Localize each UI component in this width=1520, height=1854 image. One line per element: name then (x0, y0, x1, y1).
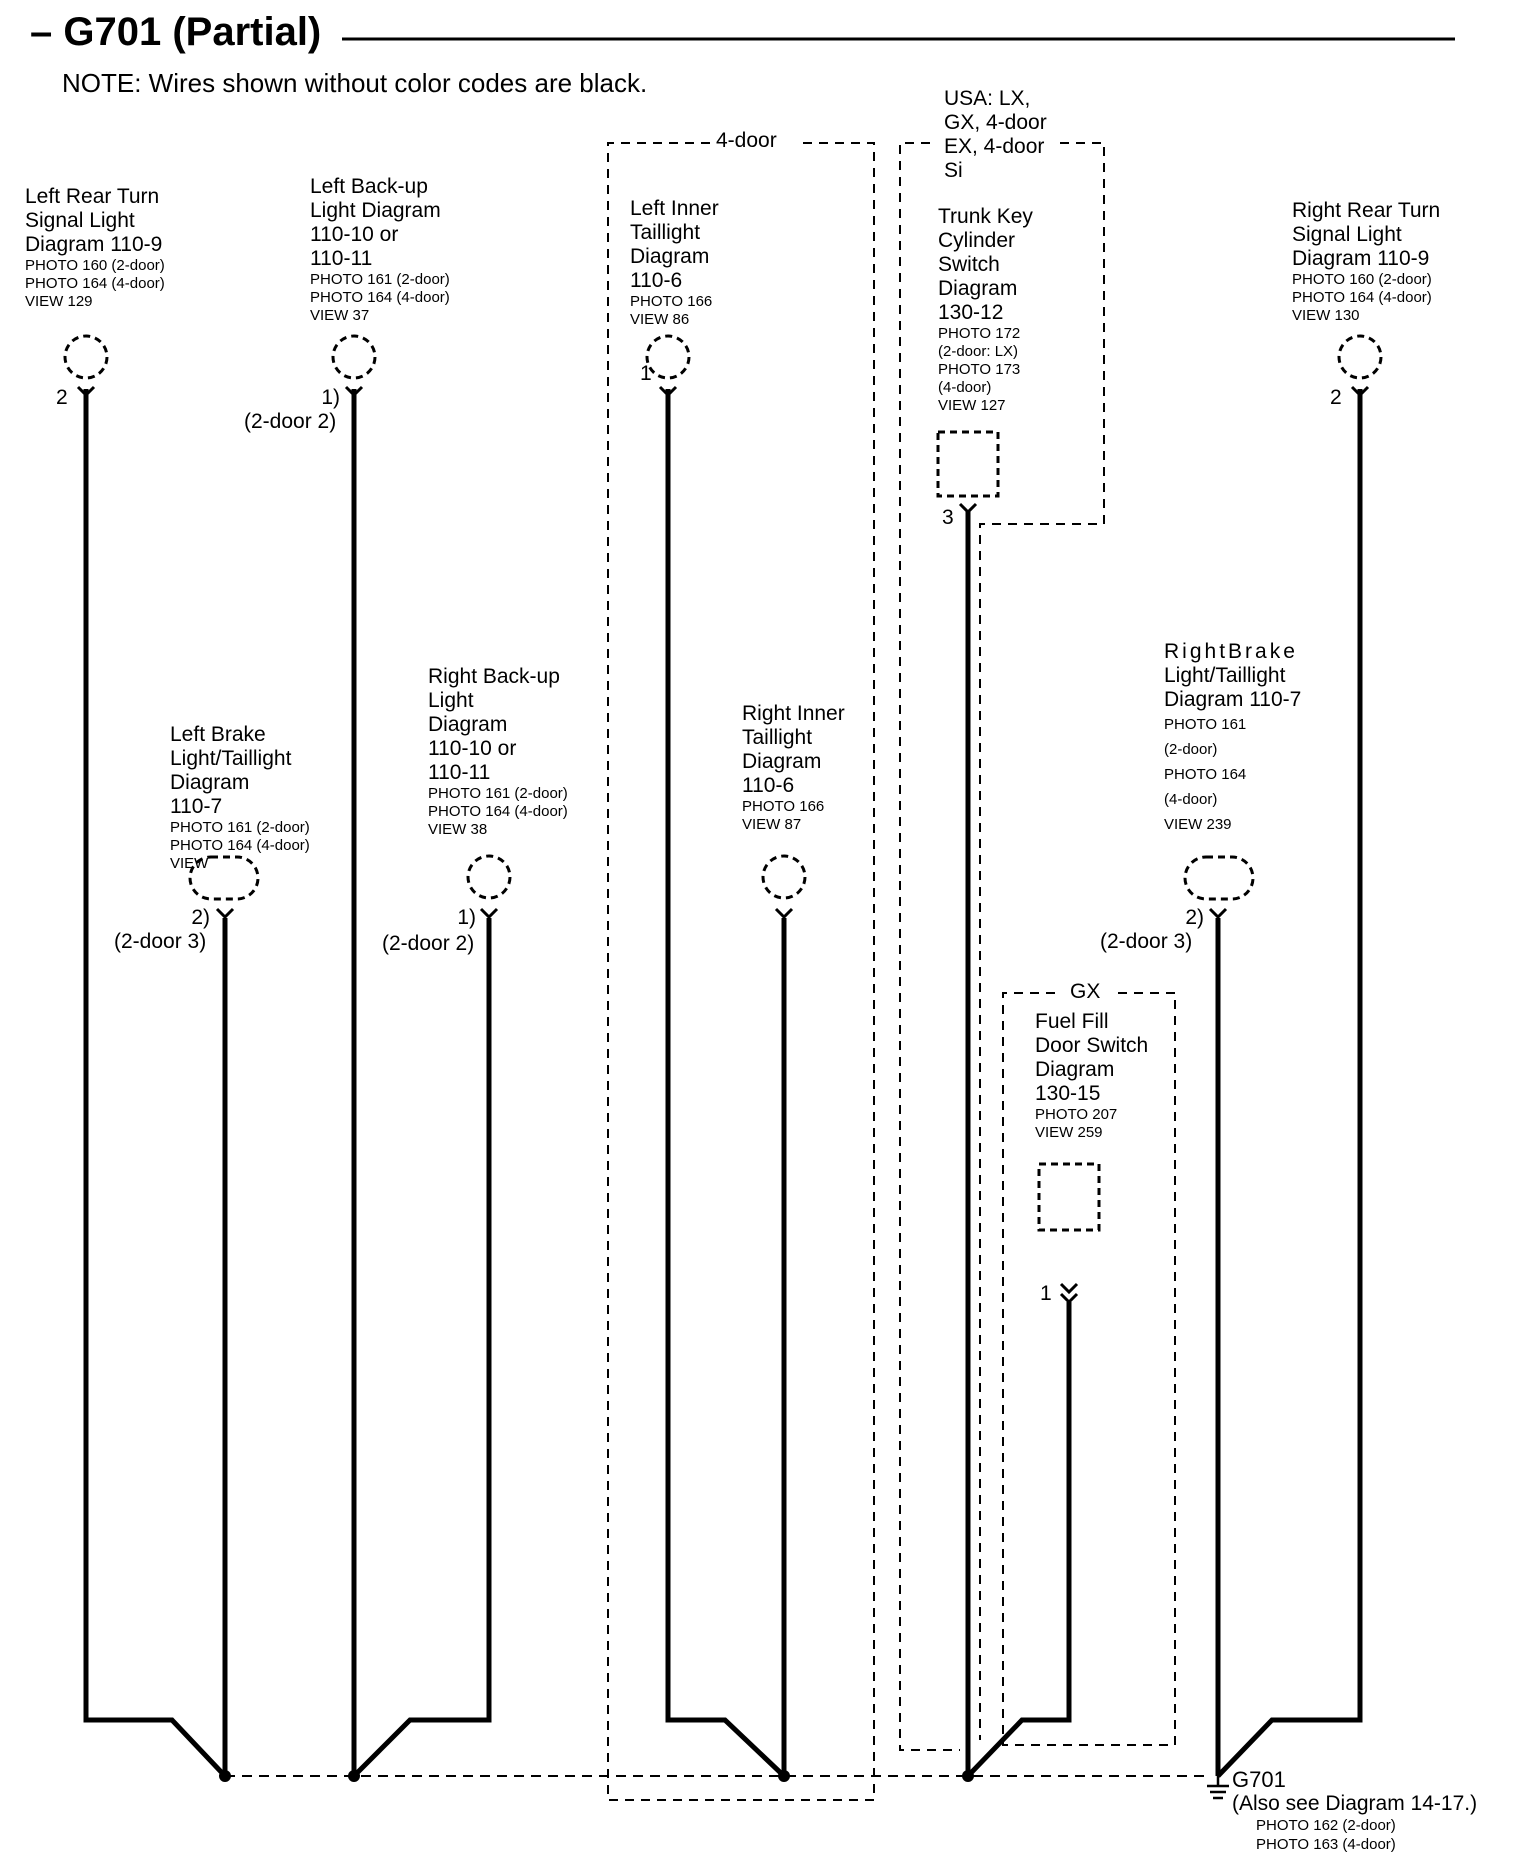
switch-trunk-key-icon (936, 430, 1000, 498)
terminal-mark-icon (774, 907, 794, 920)
label-right-backup: Right Back-up Light Diagram 110-10 or 11… (428, 665, 568, 838)
label-trunk-key: Trunk Key Cylinder Switch Diagram 130-12… (938, 205, 1033, 414)
terminal-mark-icon (1059, 1282, 1079, 1295)
pin-note-left-backup: (2-door 2) (244, 410, 337, 433)
group-box-4-door (607, 142, 875, 1801)
junction-dot (962, 1770, 974, 1782)
pin-left-brake: 2) (191, 906, 210, 929)
junction-dot (219, 1770, 231, 1782)
label-left-backup: Left Back-up Light Diagram 110-10 or 110… (310, 175, 450, 324)
connector-left-inner-tail-icon (645, 334, 691, 380)
switch-fuel-fill-icon (1037, 1162, 1101, 1232)
wire-right-backup (352, 918, 492, 1778)
connector-right-inner-tail-icon (761, 854, 807, 900)
group-label-gx: GX (1064, 980, 1107, 1004)
terminal-mark-icon (215, 907, 235, 920)
ground-label: G701 (Also see Diagram 14-17.) PHOTO 162… (1232, 1767, 1478, 1854)
wire-left-inner-tail (665, 389, 786, 1778)
label-right-inner-tail: Right Inner Taillight Diagram 110-6 PHOT… (742, 702, 845, 833)
junction-dot (778, 1770, 790, 1782)
terminal-mark-icon (1059, 1292, 1079, 1305)
pin-left-backup: 1) (321, 386, 340, 409)
diagram-note: NOTE: Wires shown without color codes ar… (62, 68, 648, 98)
label-right-rear-turn: Right Rear Turn Signal Light Diagram 110… (1292, 199, 1441, 324)
wire-left-rear-turn (83, 389, 227, 1778)
pin-note-right-brake: (2-door 3) (1100, 930, 1193, 953)
pin-right-rear-turn: 2 (1330, 386, 1342, 409)
pin-right-backup: 1) (457, 906, 476, 929)
terminal-mark-icon (958, 502, 978, 515)
ground-symbol-icon (1207, 1776, 1229, 1800)
connector-right-rear-turn-icon (1337, 334, 1383, 380)
group-box-usa (899, 142, 1105, 1751)
pin-note-right-backup: (2-door 2) (382, 932, 475, 955)
label-right-brake: RightBrake Light/Taillight Diagram 110-7… (1164, 640, 1302, 833)
wire-fuel-fill (966, 1302, 1072, 1778)
connector-left-backup-icon (331, 334, 377, 380)
group-label-usa: USA: LX, GX, 4-door EX, 4-door Si (938, 87, 1053, 183)
terminal-mark-icon (658, 385, 678, 398)
terminal-mark-icon (1208, 907, 1228, 920)
page-title: – G701 (Partial) (30, 10, 322, 54)
pin-fuel-fill: 1 (1040, 1282, 1052, 1305)
terminal-mark-icon (1350, 385, 1370, 398)
label-fuel-fill: Fuel Fill Door Switch Diagram 130-15 PHO… (1035, 1010, 1149, 1141)
pin-trunk-key: 3 (942, 506, 954, 529)
connector-left-rear-turn-icon (63, 334, 109, 380)
connector-right-brake-icon (1183, 855, 1255, 901)
connector-left-brake-icon (188, 855, 260, 901)
pin-left-inner-tail: 1 (640, 362, 652, 385)
terminal-mark-icon (479, 907, 499, 920)
label-left-rear-turn: Left Rear Turn Signal Light Diagram 110-… (25, 185, 165, 310)
pin-left-rear-turn: 2 (56, 386, 68, 409)
pin-note-left-brake: (2-door 3) (114, 930, 207, 953)
terminal-mark-icon (76, 385, 96, 398)
wire-right-rear-turn (1216, 389, 1363, 1778)
label-left-brake: Left Brake Light/Taillight Diagram 110-7… (170, 723, 310, 872)
junction-dot (348, 1770, 360, 1782)
terminal-mark-icon (344, 385, 364, 398)
group-label-4-door: 4-door (710, 129, 783, 153)
connector-right-backup-icon (466, 854, 512, 900)
label-left-inner-tail: Left Inner Taillight Diagram 110-6 PHOTO… (630, 197, 719, 328)
pin-right-brake: 2) (1185, 906, 1204, 929)
